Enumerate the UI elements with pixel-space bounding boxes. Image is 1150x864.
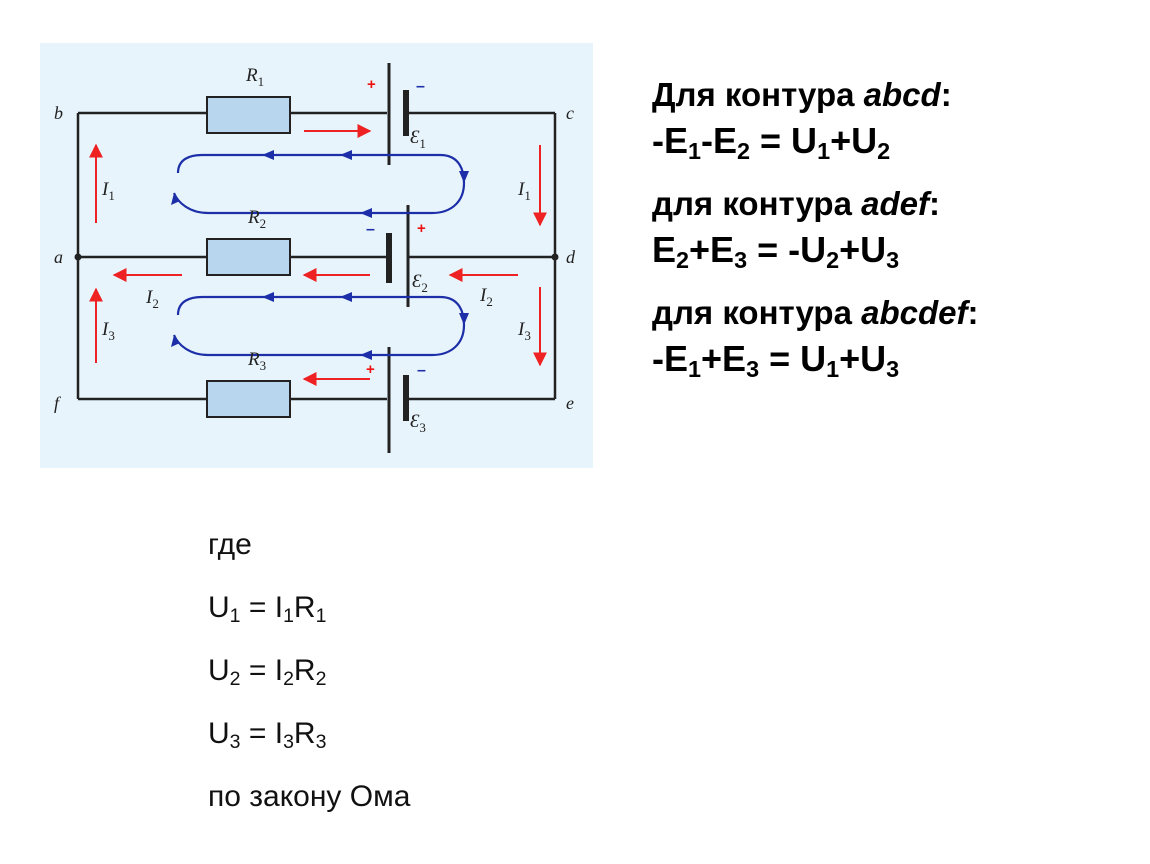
node-label-a: a <box>54 247 63 267</box>
ohm-equation-2: U2 = I2R2 <box>208 654 327 690</box>
current-arrows <box>89 124 547 386</box>
loop-heading-abcd: Для контура abcd: <box>652 76 952 113</box>
resistor-r1 <box>206 96 291 134</box>
node-label-e: e <box>566 393 574 413</box>
ohm-equation-3: U3 = I3R3 <box>208 717 327 753</box>
node-label-b: b <box>54 103 63 123</box>
ohm-law-footer: по закону Ома <box>208 780 411 813</box>
plus-sign-e1: + <box>367 76 376 93</box>
loop-heading-abcdef: для контура abcdef: <box>652 294 979 331</box>
source-e2 <box>386 205 410 307</box>
node-label-c: c <box>566 103 574 123</box>
equation-abcd: -E1-E2 = U1+U2 <box>652 120 891 164</box>
where-label: где <box>208 528 252 561</box>
label-i1-left: I1 <box>101 179 115 203</box>
ohm-equation-1: U1 = I1R1 <box>208 591 327 627</box>
resistor-r3 <box>206 380 291 418</box>
source-e3 <box>387 347 409 453</box>
minus-sign-e3: – <box>417 362 426 379</box>
minus-sign-e1: – <box>416 78 425 95</box>
label-r1: R1 <box>245 65 264 89</box>
node-dot-a <box>74 253 82 261</box>
node-dot-d <box>551 253 559 261</box>
equation-adef: E2+E3 = -U2+U3 <box>652 229 900 273</box>
label-i3-left: I3 <box>101 319 115 343</box>
loop-arrowheads-upper <box>171 150 469 218</box>
label-i2-left: I2 <box>145 287 159 311</box>
resistor-r2 <box>206 238 291 276</box>
label-r3: R3 <box>247 349 266 373</box>
diagram-background <box>40 43 593 468</box>
label-e1: Ɛ1 <box>410 127 426 151</box>
source-e1 <box>387 63 409 165</box>
minus-sign-e2: – <box>366 221 375 238</box>
circuit-diagram: + – – + + – b c a d f e R <box>40 43 593 468</box>
loop-equations: Для контура abcd: -E1-E2 = U1+U2 для кон… <box>652 76 978 403</box>
label-i2-right: I2 <box>479 285 493 309</box>
label-e2: Ɛ2 <box>412 271 428 295</box>
plus-sign-e3: + <box>366 361 375 378</box>
label-r2: R2 <box>247 207 266 231</box>
ohm-law-block: где U1 = I1R1 U2 = I2R2 U3 = I3R3 по зак… <box>208 525 410 840</box>
plus-sign-e2: + <box>417 220 426 237</box>
loop-heading-adef: для контура adef: <box>652 185 940 222</box>
node-label-f: f <box>54 393 62 413</box>
label-e3: Ɛ3 <box>410 411 426 435</box>
node-label-d: d <box>566 247 576 267</box>
label-i3-right: I3 <box>517 319 531 343</box>
equation-abcdef: -E1+E3 = U1+U3 <box>652 338 900 382</box>
loop-arrowheads-lower <box>171 292 469 360</box>
label-i1-right: I1 <box>517 179 531 203</box>
